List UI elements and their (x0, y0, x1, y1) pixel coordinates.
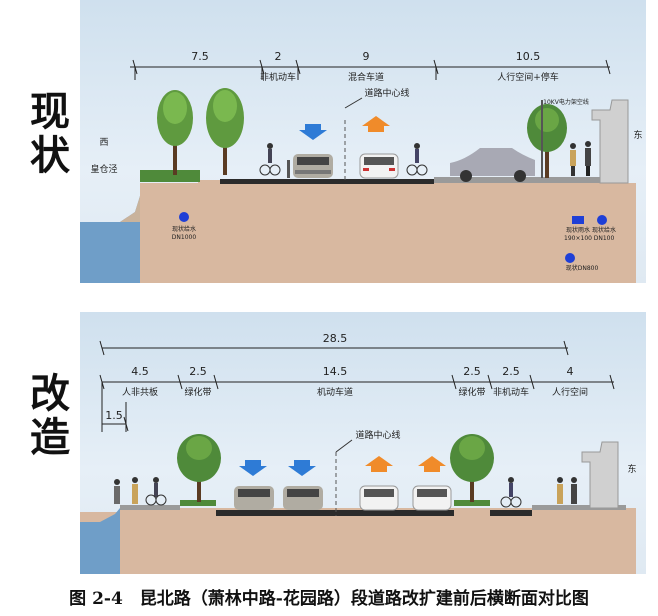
direction-east: 东 (627, 463, 636, 475)
dimension-value: 2.5 (189, 365, 207, 378)
arrow-up-icon (418, 456, 446, 472)
building-east (591, 99, 629, 184)
centerline-label: 道路中心线 (355, 429, 400, 441)
green-belt (180, 500, 216, 506)
tree (450, 434, 494, 502)
arrow-down-icon (239, 460, 267, 476)
direction-east: 东 (633, 129, 642, 141)
lane-label: 非机动车 (260, 71, 296, 83)
existing-label-char-1: 现 (30, 89, 70, 135)
pedestrian (585, 141, 591, 176)
dimension-value: 4.5 (131, 365, 149, 378)
pipe-label: 现状DN800 (566, 264, 599, 272)
existing-section-drawing: 7.5 2 9 10.5 非机动车 混合车道 人行空间+停车 道路中心线 西 皇… (80, 50, 643, 283)
car-front (293, 154, 333, 178)
rebuilt-cross-section: 28.5 4.5 2.5 14.5 2.5 2.5 4 1.5 人非共板 绿化带… (80, 312, 646, 574)
lane-label: 绿化带 (458, 386, 485, 398)
rebuilt-label-char-2: 造 (30, 415, 70, 461)
tree (157, 90, 193, 175)
lane-label: 人行空间+停车 (497, 71, 559, 83)
car-front (234, 486, 274, 510)
pedestrian (132, 477, 138, 504)
dimension-value: 10.5 (516, 50, 541, 63)
dimension-value: 7.5 (191, 50, 209, 63)
lane-label: 人非共板 (122, 386, 158, 398)
car-front (283, 486, 323, 510)
rebuilt-label-char-1: 改 (30, 371, 70, 417)
pipe-label: 190×100 (564, 235, 592, 242)
pipe-label: 现状给水 (172, 225, 196, 233)
ground (80, 180, 636, 283)
tree (206, 88, 244, 175)
arrow-down-icon (288, 460, 316, 476)
cyclist (145, 477, 167, 506)
bollard (287, 160, 290, 178)
shared-path-surface (120, 505, 180, 510)
car-rear (412, 485, 452, 511)
dimension-value: 2.5 (463, 365, 481, 378)
green-belt (454, 500, 490, 506)
tree (177, 434, 221, 502)
figure-caption: 图 2-4 昆北路（萧林中路-花园路）段道路改扩建前后横断面对比图 (69, 589, 589, 609)
arrow-up-icon (365, 456, 393, 472)
cyclist (500, 477, 522, 508)
building-east (581, 441, 619, 509)
existing-label-char-2: 状 (30, 133, 70, 179)
dimension-value: 9 (363, 50, 370, 63)
parked-car (450, 148, 535, 182)
rebuilt-section-drawing: 28.5 4.5 2.5 14.5 2.5 2.5 4 1.5 人非共板 绿化带… (80, 332, 637, 574)
lane-label: 混合车道 (348, 71, 384, 83)
lane-label: 非机动车 (493, 386, 529, 398)
lane-label: 绿化带 (184, 386, 211, 398)
river-water (80, 508, 120, 574)
pipe-marker (572, 216, 584, 224)
sidewalk-surface (532, 505, 626, 510)
dimension-value-total: 28.5 (323, 332, 348, 345)
centerline-label: 道路中心线 (364, 87, 409, 99)
road-surface (216, 510, 454, 516)
rebuilt-side-label: 改 造 (30, 372, 70, 460)
car-rear (359, 485, 399, 511)
pipe-label: DN100 (594, 235, 615, 242)
existing-side-label: 现 状 (30, 90, 70, 178)
arrow-down-icon (299, 124, 327, 140)
bike-lane-surface (220, 179, 262, 184)
river-water (80, 196, 140, 283)
cyclist (406, 143, 428, 176)
arrow-up-icon (362, 116, 390, 132)
existing-cross-section: 7.5 2 9 10.5 非机动车 混合车道 人行空间+停车 道路中心线 西 皇… (80, 0, 646, 283)
pipe-label: 现状给水 (592, 226, 616, 234)
dimension-value-sub: 1.5 (105, 409, 123, 422)
cyclist (259, 143, 281, 176)
hedge (140, 170, 200, 182)
dimension-value: 2 (275, 50, 282, 63)
lane-label: 机动车道 (317, 386, 353, 398)
bike-lane-surface (490, 510, 532, 516)
power-line-label: 10KV电力架空线 (543, 98, 589, 106)
pedestrian (114, 479, 120, 504)
ground (80, 508, 636, 574)
lane-label: 人行空间 (552, 386, 588, 398)
pipe-marker (597, 215, 607, 225)
pipe-label: 现状雨水 (566, 226, 590, 234)
pedestrian (557, 477, 563, 504)
road-surface (262, 179, 434, 184)
pipe-marker (565, 253, 575, 263)
pipe-marker (179, 212, 189, 222)
pipe-label: DN1000 (172, 234, 197, 241)
dimension-value: 14.5 (323, 365, 348, 378)
pedestrian (570, 143, 576, 176)
dimension-value: 4 (567, 365, 574, 378)
river-name: 皇仓泾 (90, 163, 117, 175)
car-rear (359, 153, 399, 179)
direction-west: 西 (99, 137, 108, 148)
dimension-value: 2.5 (502, 365, 520, 378)
pedestrian (571, 477, 577, 504)
